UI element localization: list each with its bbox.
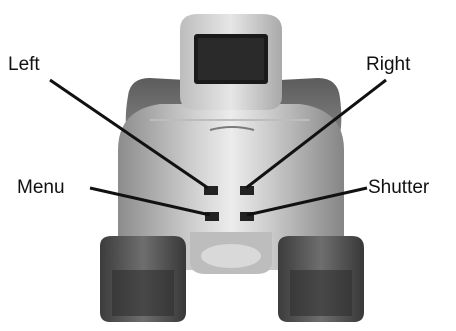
- label-right: Right: [366, 54, 410, 76]
- label-shutter: Shutter: [368, 177, 429, 199]
- label-left: Left: [8, 54, 40, 76]
- lens-mount: [190, 232, 272, 274]
- camera-head: [180, 14, 282, 110]
- label-menu: Menu: [17, 177, 65, 199]
- left-barrel: [100, 236, 186, 322]
- right-barrel: [278, 236, 364, 322]
